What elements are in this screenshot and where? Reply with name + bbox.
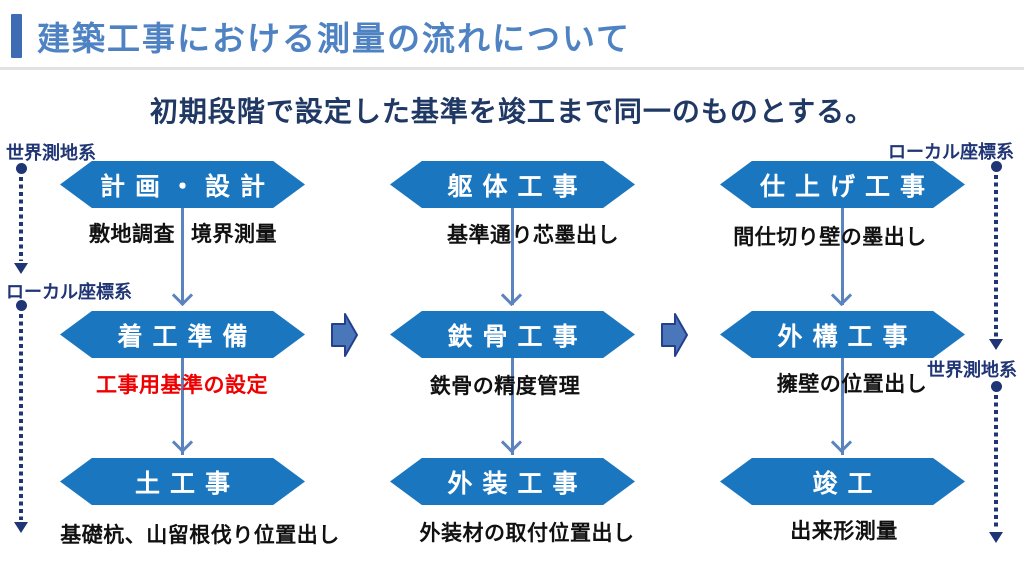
flow-step-label: 外構工事 (777, 322, 918, 351)
rail-start-dot (991, 161, 1002, 172)
rail-label-local-coords-left: ローカル座標系 (6, 282, 132, 302)
connector-arrowhead-icon (830, 284, 853, 307)
rail-dotted-line (994, 175, 998, 337)
note-steel-accuracy: 鉄骨の精度管理 (429, 375, 581, 398)
flow-step-steel-work: 鉄骨工事 (390, 311, 635, 358)
connector-line (841, 358, 844, 455)
header-divider (0, 67, 1024, 70)
flow-step-label: 着工準備 (117, 322, 258, 351)
flow-step-label: 竣工 (812, 469, 883, 498)
note-asbuilt-survey: 出来形測量 (790, 520, 898, 543)
rail-dotted-line (19, 314, 23, 520)
note-foundation-piles: 基礎杭、山留根伐り位置出し (60, 524, 340, 547)
note-partition-marking: 間仕切り壁の墨出し (733, 226, 927, 249)
rail-label-local-coords-right: ローカル座標系 (888, 142, 1014, 162)
rail-arrowhead-icon (14, 263, 28, 274)
flow-step-completion: 竣工 (720, 458, 965, 505)
flow-step-outdoor-work: 外構工事 (720, 311, 965, 358)
rail-arrowhead-icon (14, 522, 28, 533)
rail-start-dot (991, 381, 1002, 392)
page-title: 建築工事における測量の流れについて (37, 20, 632, 57)
note-part: 境界測量 (191, 223, 277, 246)
flow-step-label: 計画・設計 (99, 172, 275, 201)
flow-step-plan-design: 計画・設計 (60, 161, 305, 208)
rail-label-world-geodetic-right: 世界測地系 (927, 360, 1017, 380)
rail-arrowhead-icon (989, 339, 1003, 350)
flow-step-label: 外装工事 (447, 469, 588, 498)
flow-step-finishing-work: 仕上げ工事 (720, 161, 965, 208)
note-part: 敷地調査 (89, 223, 175, 246)
rail-arrowhead-icon (989, 532, 1003, 543)
connector-line (511, 208, 514, 305)
note-construction-datum: 工事用基準の設定 (96, 374, 268, 397)
rail-dotted-line (994, 395, 998, 530)
rail-start-dot (16, 300, 27, 311)
connector-line (841, 208, 844, 305)
right-block-arrow-icon (331, 313, 358, 357)
flow-step-label: 躯体工事 (447, 172, 588, 201)
flow-step-frame-work: 躯体工事 (390, 161, 635, 208)
subtitle: 初期段階で設定した基準を竣工まで同一のものとする。 (149, 96, 875, 127)
note-site-boundary-survey: 敷地調査 境界測量 (89, 218, 277, 248)
connector-line (511, 358, 514, 455)
rail-dotted-line (19, 177, 23, 261)
flow-step-exterior-work: 外装工事 (390, 458, 635, 505)
flow-step-earthwork: 土工事 (60, 458, 305, 505)
flow-step-construction-prep: 着工準備 (60, 311, 305, 358)
note-centerline-marking: 基準通り芯墨出し (447, 224, 619, 247)
note-retaining-wall: 擁壁の位置出し (776, 373, 928, 396)
rail-start-dot (16, 163, 27, 174)
flow-step-label: 鉄骨工事 (447, 322, 588, 351)
connector-arrowhead-icon (830, 431, 853, 454)
connector-line (181, 358, 184, 455)
connector-line (181, 208, 184, 305)
title-accent-bar (11, 14, 22, 58)
connector-arrowhead-icon (500, 431, 523, 454)
connector-arrowhead-icon (171, 284, 194, 307)
rail-label-world-geodetic-left: 世界測地系 (6, 143, 96, 163)
note-exterior-material: 外装材の取付位置出し (419, 522, 635, 545)
flow-step-label: 土工事 (134, 469, 240, 498)
right-block-arrow-icon (661, 313, 688, 357)
connector-arrowhead-icon (500, 284, 523, 307)
flow-step-label: 仕上げ工事 (759, 172, 935, 201)
connector-arrowhead-icon (171, 431, 194, 454)
